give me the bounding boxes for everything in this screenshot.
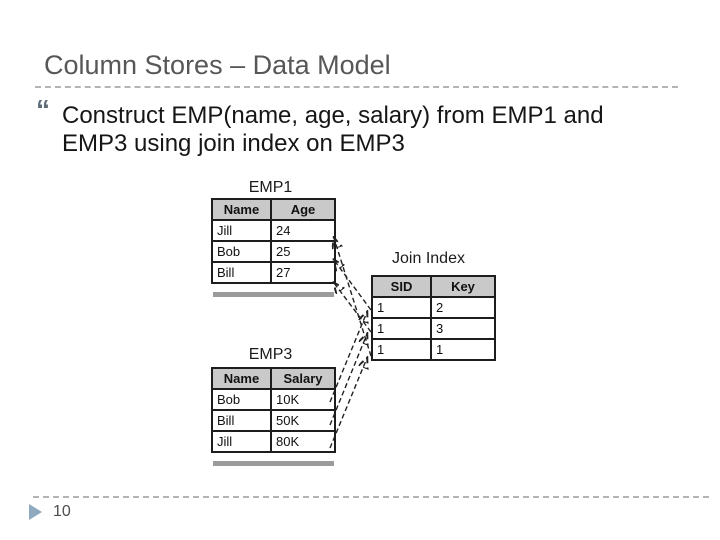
emp1-table-shadow [213, 292, 334, 297]
emp3-table-title: EMP3 [248, 346, 293, 363]
join-index-header-sid: SID [371, 275, 432, 298]
table-cell: Jill [211, 430, 272, 453]
table-row: Bill 27 [211, 261, 336, 284]
emp3-header-salary: Salary [270, 367, 336, 390]
emp3-table: Name Salary Bob 10K Bill 50K Jill 80K [211, 367, 336, 453]
table-cell: 50K [270, 409, 336, 432]
table-cell: 25 [270, 240, 336, 263]
table-cell: 3 [430, 317, 496, 340]
table-row: Jill 24 [211, 219, 336, 242]
table-cell: Bob [211, 240, 272, 263]
join-index-table: SID Key 1 2 1 3 1 1 [371, 275, 496, 361]
slide-title: Column Stores – Data Model [44, 50, 391, 80]
table-cell: 27 [270, 261, 336, 284]
table-cell: 1 [430, 338, 496, 361]
arrow-joinrow2-to-emp1-bill [334, 283, 372, 333]
footer-divider-dashed-line [33, 496, 709, 498]
table-cell: 1 [371, 338, 432, 361]
emp1-header-age: Age [270, 198, 336, 221]
table-cell: 24 [270, 219, 336, 242]
table-cell: Bill [211, 409, 272, 432]
table-cell: Bob [211, 388, 272, 411]
arrow-joinrow3-to-emp1-jill [334, 238, 372, 357]
table-cell: Jill [211, 219, 272, 242]
emp1-table-title: EMP1 [248, 179, 293, 196]
title-divider-dashed-line [35, 86, 678, 88]
table-cell: 1 [371, 317, 432, 340]
table-cell: 2 [430, 296, 496, 319]
play-triangle-icon [29, 504, 42, 520]
table-row: 1 3 [371, 317, 496, 340]
table-row: 1 1 [371, 338, 496, 361]
emp3-header-name: Name [211, 367, 272, 390]
emp1-table: Name Age Jill 24 Bob 25 Bill 27 [211, 198, 336, 284]
table-row: 1 2 [371, 296, 496, 319]
table-cell: Bill [211, 261, 272, 284]
table-row: Jill 80K [211, 430, 336, 453]
table-row: Bob 10K [211, 388, 336, 411]
table-cell: 80K [270, 430, 336, 453]
join-index-header-key: Key [430, 275, 496, 298]
table-row: Bob 25 [211, 240, 336, 263]
arrow-joinrow1-to-emp1-bob [334, 260, 372, 311]
table-row: Bill 50K [211, 409, 336, 432]
emp3-table-shadow [213, 461, 334, 466]
table-cell: 10K [270, 388, 336, 411]
page-number: 10 [53, 503, 71, 520]
join-index-table-title: Join Index [392, 250, 465, 267]
quote-bullet-icon: “ [36, 94, 50, 125]
table-cell: 1 [371, 296, 432, 319]
body-text-line: EMP3 using join index on EMP3 [62, 130, 405, 157]
body-text-line: Construct EMP(name, age, salary) from EM… [62, 102, 604, 129]
emp1-header-name: Name [211, 198, 272, 221]
